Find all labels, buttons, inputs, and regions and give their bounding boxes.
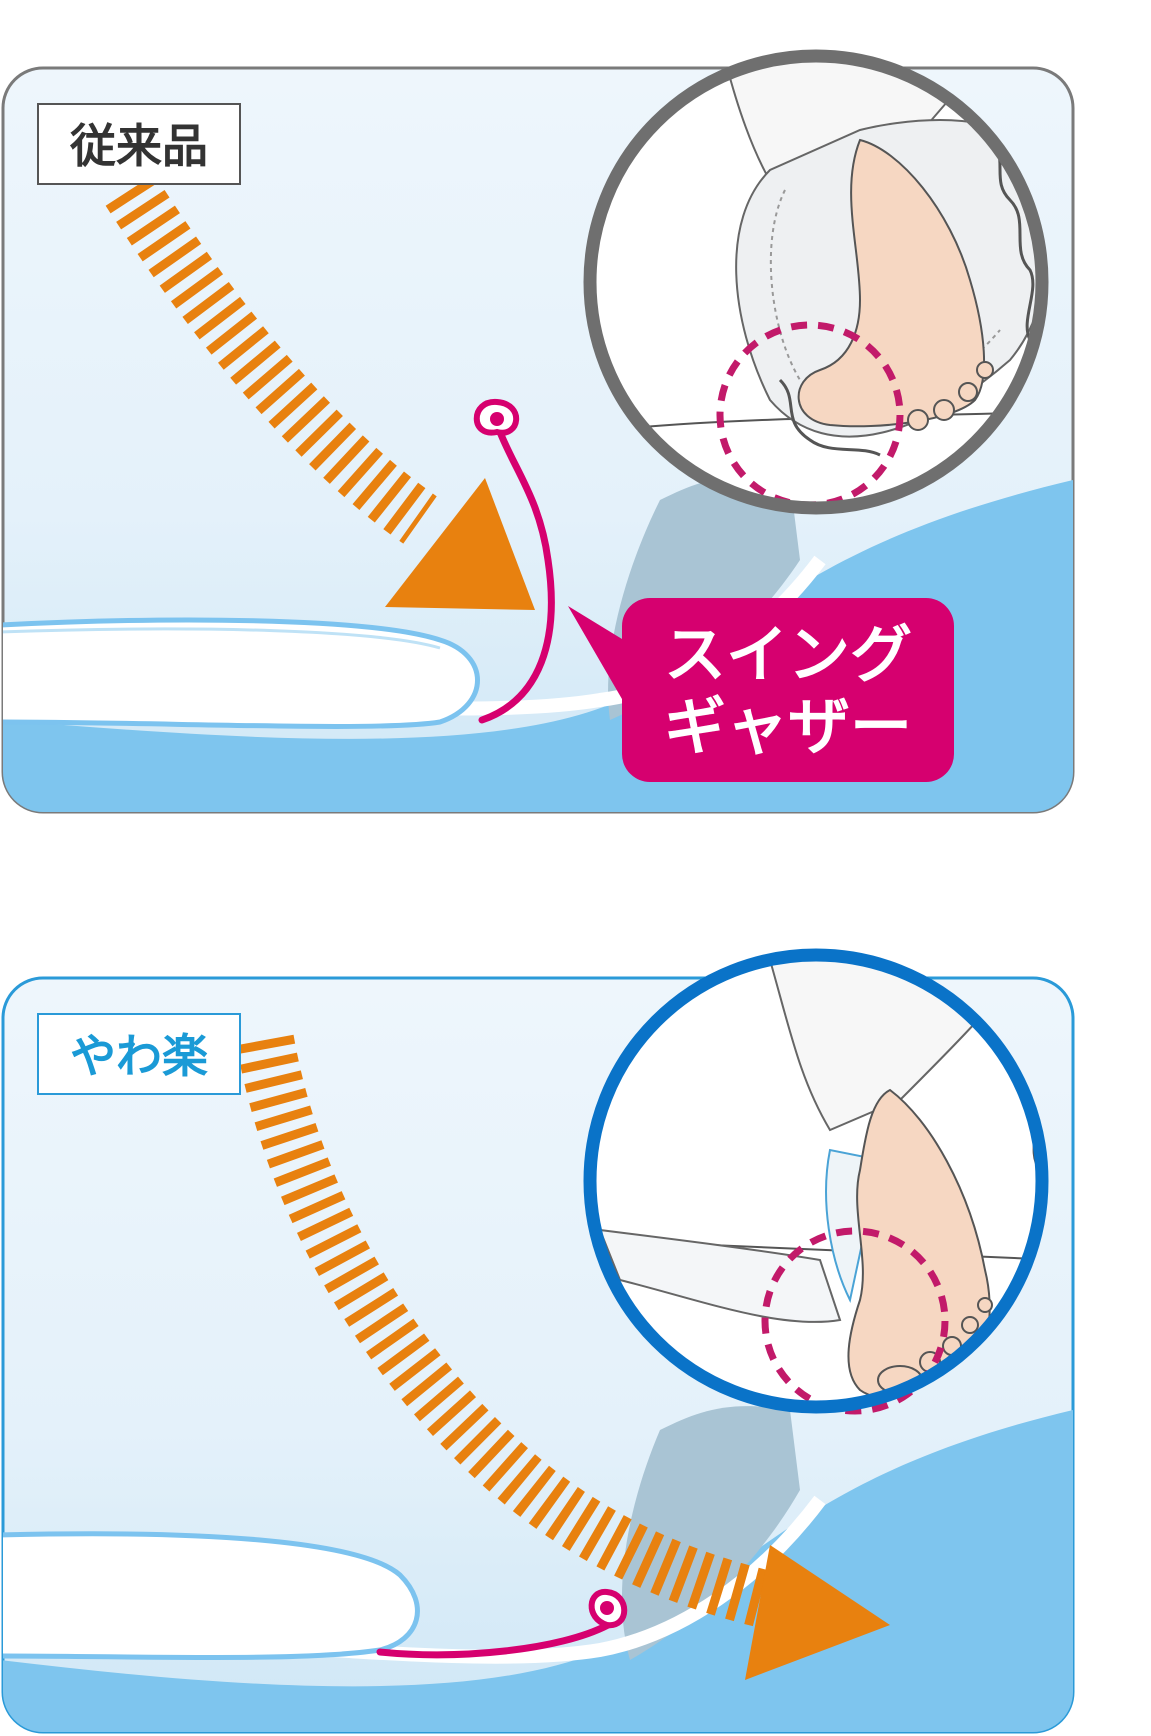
label-yawaraku: やわ楽 xyxy=(37,1013,241,1095)
diaper-pad xyxy=(3,1531,420,1660)
diaper-pad xyxy=(3,617,480,729)
callout-line-1: スイング xyxy=(664,618,912,691)
pressure-arrow xyxy=(236,1034,890,1680)
label-yawaraku-text: やわ楽 xyxy=(70,1029,208,1083)
target-dashed-circle xyxy=(761,1227,949,1415)
arrow-shaft xyxy=(236,1034,797,1634)
zoom-ring xyxy=(583,948,1049,1414)
swing-gather-marker xyxy=(473,399,555,724)
foot-shape xyxy=(797,138,986,428)
callout-line-2: ギャザー xyxy=(664,690,912,763)
swing-gather-callout: スイング ギャザー xyxy=(568,598,954,782)
label-conventional-text: 従来品 xyxy=(69,119,208,173)
arrow-head xyxy=(745,1545,890,1680)
zoom-circle-conventional xyxy=(583,49,1049,515)
callout-box xyxy=(622,598,954,782)
zoom-ring xyxy=(583,49,1049,515)
arrow-head xyxy=(385,478,535,610)
swing-gather-marker xyxy=(376,1589,628,1659)
pressure-arrow xyxy=(105,174,535,610)
panel-yawaraku: やわ楽 xyxy=(1,948,1075,1734)
label-conventional: 従来品 xyxy=(37,103,241,185)
zoom-circle-yawaraku xyxy=(583,948,1049,1415)
side-gather-shadow xyxy=(621,1406,800,1660)
panel-conventional: スイング ギャザー 従来品 xyxy=(1,49,1075,814)
